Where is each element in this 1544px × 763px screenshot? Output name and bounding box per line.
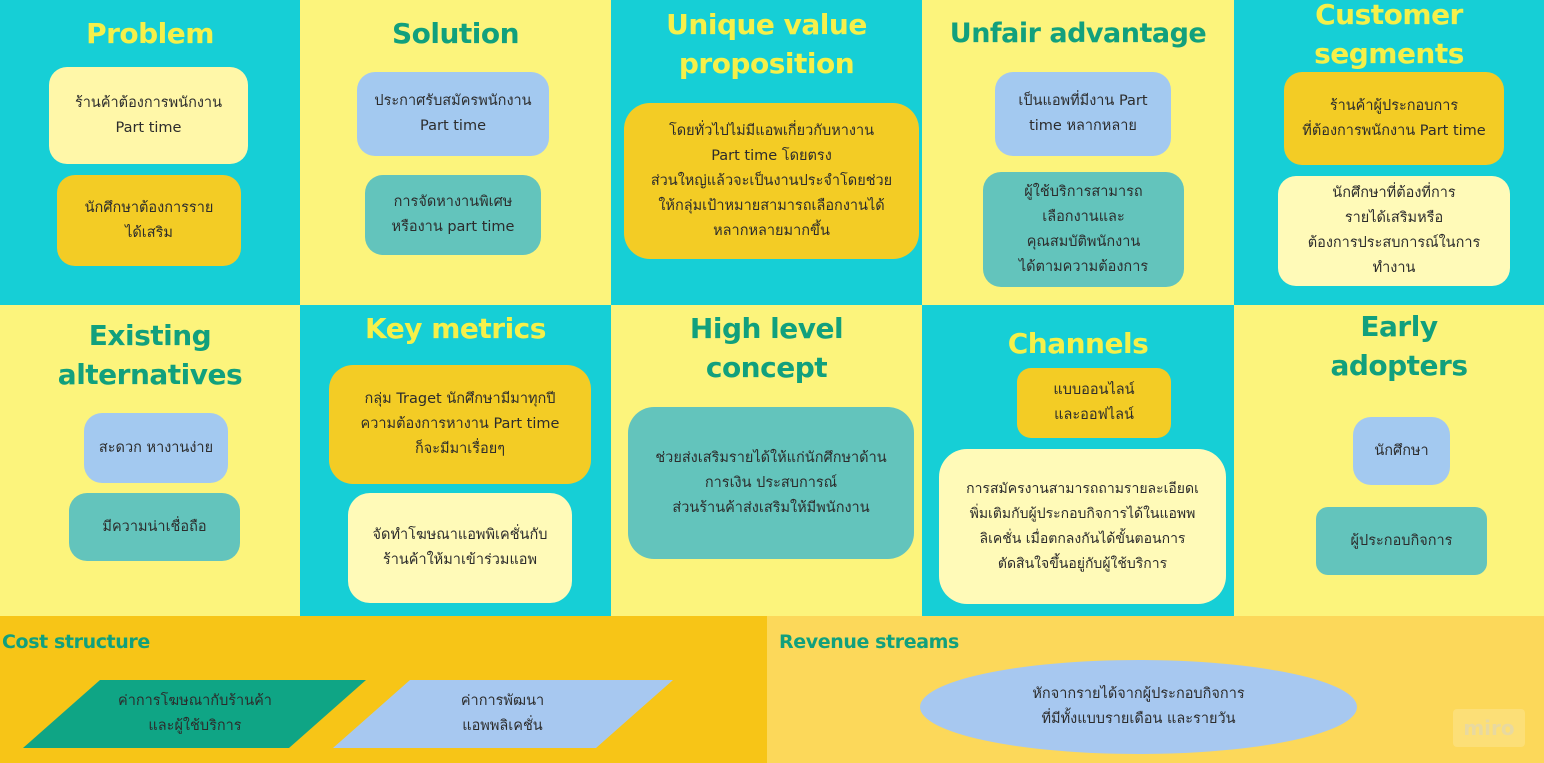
miro-logo: miro (1453, 709, 1525, 747)
customer-segments-title: Customer segments (1314, 0, 1464, 70)
unfair-advantage-title: Unfair advantage (949, 18, 1207, 49)
solution-note-2[interactable]: การจัดหางานพิเศษ หรืองาน part time (365, 175, 541, 255)
channels-note-2[interactable]: การสมัครงานสามารถถามรายละเอียดเ พิ่มเติม… (939, 449, 1226, 604)
cost-item-2-text: ค่าการพัฒนา แอพพลิเคชั่น (460, 693, 545, 734)
alternatives-note-2[interactable]: มีความน่าเชื่อถือ (69, 493, 240, 561)
adopters-note-1[interactable]: นักศึกษา (1353, 417, 1450, 485)
problem-note-2[interactable]: นักศึกษาต้องการราย ได้เสริม (57, 175, 241, 266)
adopters-note-2[interactable]: ผู้ประกอบกิจการ (1316, 507, 1487, 575)
cost-structure-title: Cost structure (2, 631, 150, 653)
revenue-streams-title: Revenue streams (779, 631, 959, 653)
metrics-note-2[interactable]: จัดทำโฆษณาแอพพิเคชั่นกับ ร้านค้าให้มาเข้… (348, 493, 572, 603)
metrics-note-1[interactable]: กลุ่ม Traget นักศึกษามีมาทุกปี ความต้องก… (329, 365, 591, 484)
unfair-note-1[interactable]: เป็นแอพที่มีงาน Part time หลากหลาย (995, 72, 1171, 156)
channels-title: Channels (1007, 327, 1149, 360)
alternatives-note-1[interactable]: สะดวก หางานง่าย (84, 413, 228, 483)
problem-note-1[interactable]: ร้านค้าต้องการพนักงาน Part time (49, 67, 248, 164)
solution-title: Solution (391, 17, 520, 50)
uvp-note[interactable]: โดยทั่วไปไม่มีแอพเกี่ยวกับหางาน Part tim… (624, 103, 919, 259)
uvp-title: Unique value proposition (666, 8, 867, 80)
unfair-note-2[interactable]: ผู้ใช้บริการสามารถ เลือกงานและ คุณสมบัติ… (983, 172, 1184, 287)
high-level-concept-title: High level concept (689, 312, 844, 384)
cost-item-1-text: ค่าการโฆษณากับร้านค้า และผู้ใช้บริการ (118, 693, 272, 734)
segments-note-2[interactable]: นักศึกษาที่ต้องที่การ รายได้เสริมหรือ ต้… (1278, 176, 1510, 286)
channels-note-1[interactable]: แบบออนไลน์ และออฟไลน์ (1017, 368, 1171, 438)
problem-title: Problem (86, 17, 214, 50)
revenue-item-ellipse[interactable]: หักจากรายได้จากผู้ประกอบกิจการ ที่มีทั้ง… (920, 660, 1357, 754)
early-adopters-title: Early adopters (1330, 310, 1468, 382)
existing-alternatives-title: Existing alternatives (57, 319, 243, 391)
segments-note-1[interactable]: ร้านค้าผู้ประกอบการ ที่ต้องการพนักงาน Pa… (1284, 72, 1504, 165)
solution-note-1[interactable]: ประกาศรับสมัครพนักงาน Part time (357, 72, 549, 156)
concept-note[interactable]: ช่วยส่งเสริมรายได้ให้แก่นักศึกษาด้าน การ… (628, 407, 914, 559)
existing-alternatives-section: Existing alternatives (0, 305, 300, 616)
key-metrics-title: Key metrics (365, 312, 546, 345)
